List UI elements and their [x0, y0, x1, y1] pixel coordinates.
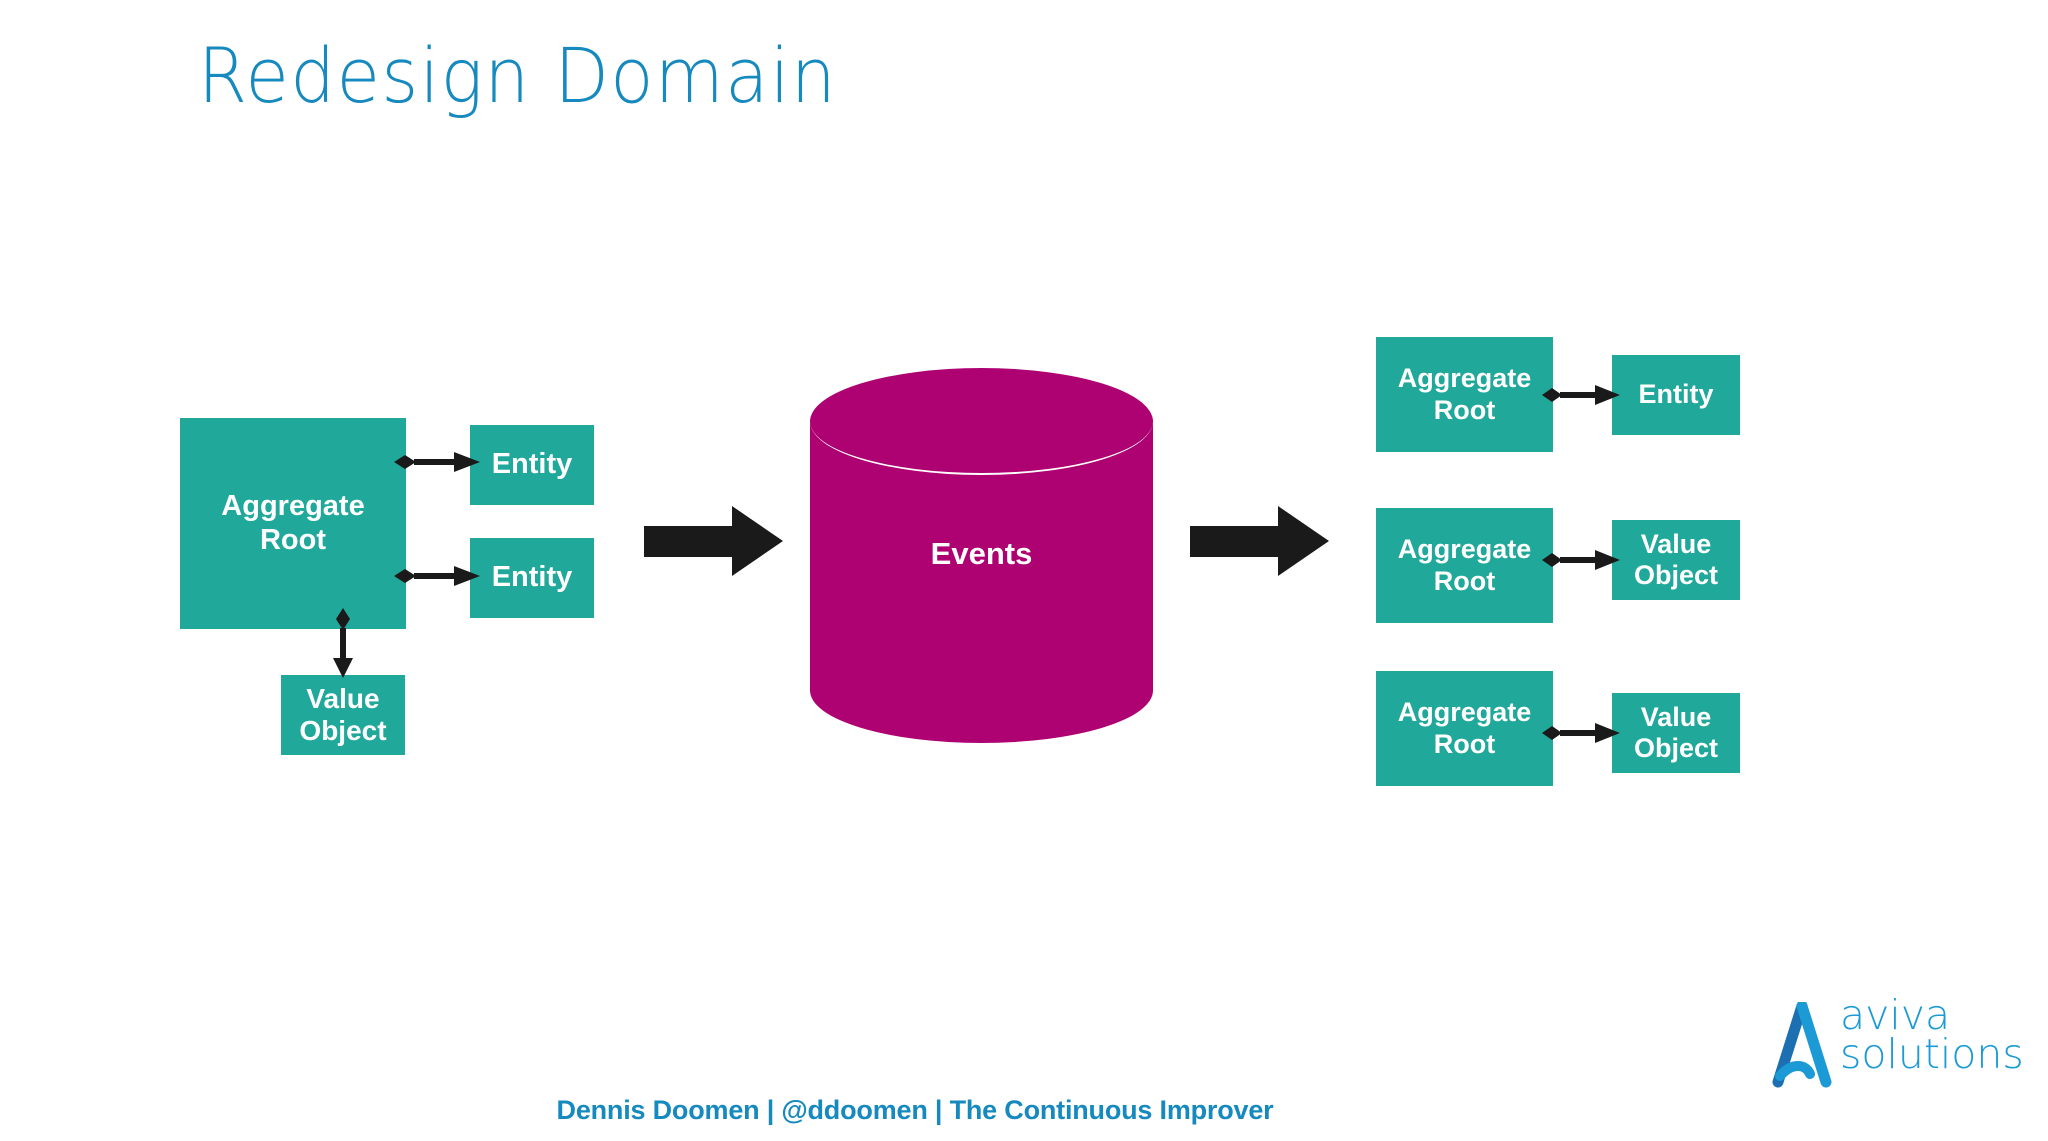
aviva-solutions-logo: aviva solutions	[1766, 995, 2024, 1095]
right-aggregate-root-3-label: Aggregate Root	[1397, 697, 1532, 759]
composition-connector-left-entity-2	[392, 560, 482, 592]
right-aggregate-root-2-box[interactable]: Aggregate Root	[1376, 508, 1553, 623]
composition-connector-right-row-3	[1540, 718, 1622, 748]
left-entity-2-label: Entity	[491, 561, 573, 594]
composition-connector-right-row-1	[1540, 380, 1622, 410]
left-value-object-box[interactable]: Value Object	[281, 675, 405, 755]
left-entity-2-box[interactable]: Entity	[470, 538, 594, 618]
footer-credit: Dennis Doomen | @ddoomen | The Continuou…	[556, 1095, 1274, 1125]
right-aggregate-root-1-box[interactable]: Aggregate Root	[1376, 337, 1553, 452]
right-aggregate-root-3-box[interactable]: Aggregate Root	[1376, 671, 1553, 786]
right-child-1-box[interactable]: Entity	[1612, 355, 1740, 435]
composition-connector-left-value-object	[327, 606, 359, 680]
events-cylinder[interactable]: Events	[810, 368, 1153, 743]
right-aggregate-root-1-label: Aggregate Root	[1397, 363, 1532, 425]
right-child-2-label: Value Object	[1633, 528, 1719, 590]
flow-arrow-right	[1190, 504, 1330, 579]
composition-connector-left-entity-1	[392, 446, 482, 478]
left-entity-1-label: Entity	[491, 448, 573, 481]
events-cylinder-label: Events	[930, 536, 1033, 571]
left-aggregate-root-box[interactable]: Aggregate Root	[180, 418, 406, 629]
right-aggregate-root-2-label: Aggregate Root	[1397, 534, 1532, 596]
aviva-a-mark-icon	[1766, 1000, 1838, 1095]
logo-line-2: solutions	[1840, 1030, 2024, 1079]
aviva-solutions-wordmark: aviva solutions	[1840, 995, 2024, 1079]
left-aggregate-root-label: Aggregate Root	[221, 489, 365, 556]
composition-connector-right-row-2	[1540, 545, 1622, 575]
right-child-2-box[interactable]: Value Object	[1612, 520, 1740, 600]
flow-arrow-left	[644, 504, 784, 579]
page-title: Redesign Domain	[198, 31, 838, 120]
right-child-1-label: Entity	[1638, 379, 1714, 410]
logo-line-1: aviva	[1840, 991, 1951, 1039]
cylinder-top-ellipse	[810, 368, 1153, 475]
left-entity-1-box[interactable]: Entity	[470, 425, 594, 505]
right-child-3-label: Value Object	[1633, 701, 1719, 763]
left-value-object-label: Value Object	[299, 682, 387, 746]
right-child-3-box[interactable]: Value Object	[1612, 693, 1740, 773]
